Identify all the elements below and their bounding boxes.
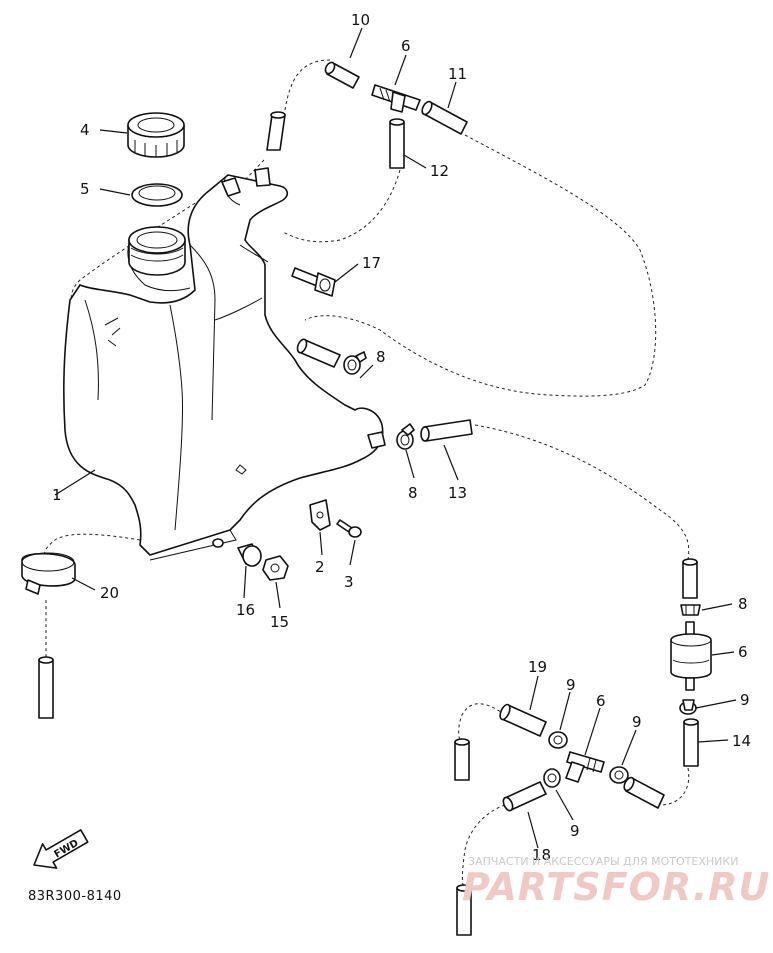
hose-clamp-8-upper [343,351,367,375]
hose-left-short [454,738,470,781]
hose-clamp-9-c [543,768,561,788]
callout-9-b: 9 [632,713,642,731]
callout-18: 18 [532,846,551,864]
hose-clamp-9-filter [679,699,697,715]
callout-13: 13 [448,484,467,502]
callout-10: 10 [351,11,370,29]
screw-3 [336,519,362,538]
callout-15: 15 [270,613,289,631]
hose-14 [683,718,699,767]
fwd-arrow-icon: FWD [33,829,89,869]
tee-joint-6 [565,751,605,783]
hose-clamp-8-outlet [396,423,415,450]
callout-20: 20 [100,584,119,602]
callout-9-c: 9 [570,822,580,840]
hose-10 [324,61,360,89]
band-clamp-20 [21,552,76,595]
fuel-filter-7 [670,621,712,691]
callout-12: 12 [430,162,449,180]
callout-19: 19 [528,658,547,676]
diagram-code: 83R300-8140 [28,889,122,904]
callout-9-a: 9 [566,676,576,694]
drain-hose [38,656,54,719]
watermark-logo: PARTSFOR.RU [462,865,770,909]
callout-8-filter: 8 [738,595,748,613]
leader-lines [54,27,737,849]
callout-14: 14 [732,732,751,750]
hose-clamp-9-b [609,766,629,784]
callout-6-top: 6 [401,37,411,55]
hose-18 [502,781,547,812]
callout-8-upper: 8 [376,348,386,366]
hose-12 [389,118,405,169]
tee-joint-top [371,84,421,113]
callout-1: 1 [52,486,62,504]
tank-filler-neck [128,226,186,276]
watermark-tagline: ЗАПЧАСТИ И АКСЕССУАРЫ ДЛЯ МОТОТЕХНИКИ [468,855,738,868]
hose-middle [296,338,341,368]
callout-3: 3 [344,573,354,591]
tank-cap [127,112,185,158]
hose-19 [499,703,547,737]
bolt-17 [291,267,336,297]
hose-lower-left [456,884,472,936]
mount-point-marker [235,464,247,475]
hose-upper-left [266,111,286,151]
hose-11 [421,100,468,135]
hose-right-bottom [623,776,665,809]
hose-13 [420,419,473,442]
callout-7: 6 [738,643,748,661]
bracket-2 [309,499,331,531]
callout-9-filter: 9 [740,691,750,709]
callout-8-outlet: 8 [408,484,418,502]
hose-right-top [682,558,698,599]
nut-15 [262,555,289,581]
callout-4: 4 [80,121,90,139]
callout-16: 16 [236,601,255,619]
callout-2: 2 [315,558,325,576]
callout-11: 11 [448,65,467,83]
callout-17: 17 [362,254,381,272]
watermark: ЗАПЧАСТИ И АКСЕССУАРЫ ДЛЯ МОТОТЕХНИКИ PA… [462,855,770,909]
callout-5: 5 [80,180,90,198]
hose-clamp-9-a [548,731,568,749]
callout-labels: 4 5 10 6 11 12 17 8 8 13 1 2 3 16 15 20 … [52,11,751,864]
callout-6-lower: 6 [596,692,606,710]
cap-gasket [131,183,183,207]
hose-clamp-8-filter [680,604,701,616]
grommet-16 [237,543,262,567]
oil-tank [63,167,386,561]
